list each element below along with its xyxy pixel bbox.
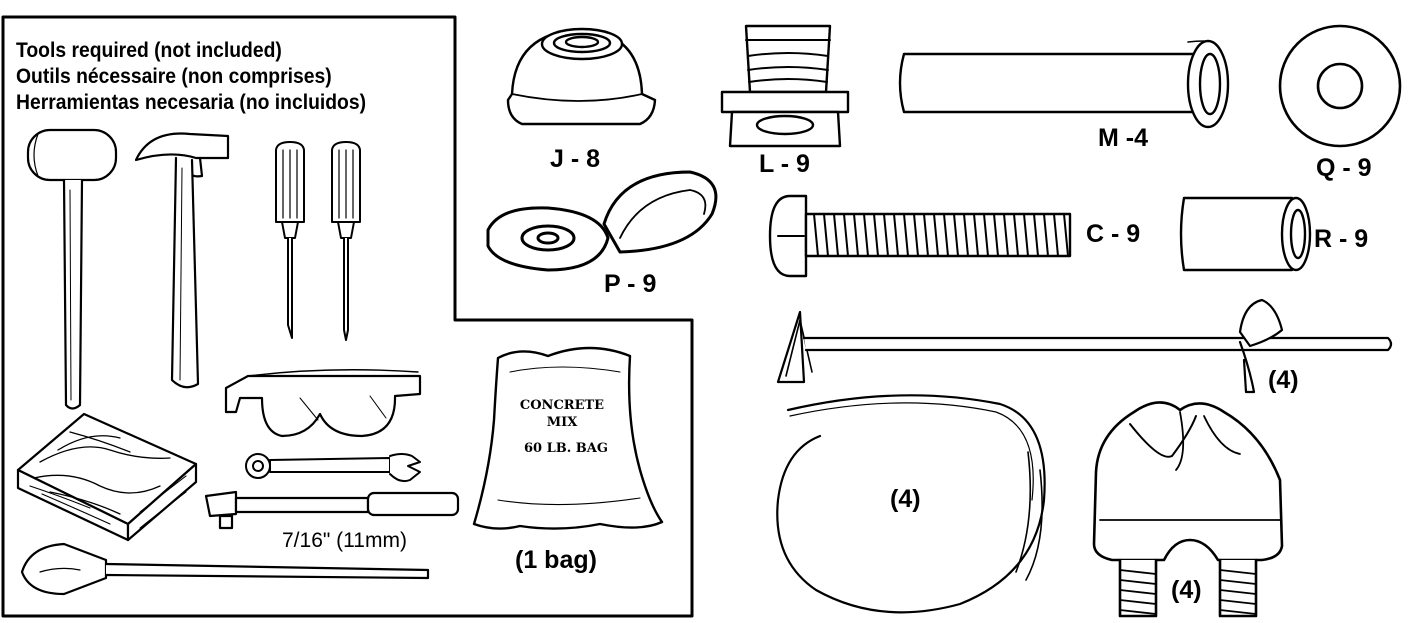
concrete-bag-icon [472,346,664,530]
cable-quantity: (4) [890,485,921,513]
mallet-icon [26,128,118,410]
part-j-cap-icon [506,27,657,126]
claw-hammer-icon [134,132,230,389]
bag-quantity-label: (1 bag) [515,546,597,574]
coiled-cable-icon [776,394,1046,614]
part-c-label: C - 9 [1086,220,1141,248]
ground-anchor-quantity: (4) [1268,366,1299,394]
part-p-label: P - 9 [604,270,657,298]
tools-title-en: Tools required (not included) [16,39,282,62]
wire-rope-clamp-icon [1092,401,1284,618]
shovel-icon [20,542,430,596]
tools-title-fr: Outils nécessaire (non comprises) [16,65,332,88]
part-m-tube-icon [898,39,1230,129]
part-r-spacer-icon [1179,196,1312,272]
clamp-quantity: (4) [1171,576,1202,604]
part-m-label: M -4 [1098,124,1148,152]
flat-screwdriver-icon [275,141,305,339]
safety-glasses-icon [224,369,422,438]
wood-block-icon [16,412,198,542]
tools-box-border [1,15,694,618]
combination-wrench-icon [245,453,421,483]
ratchet-icon [204,490,460,530]
part-l-label: L - 9 [759,150,810,178]
part-q-label: Q - 9 [1316,154,1372,182]
bag-label-line1: CONCRETE [519,398,605,413]
phillips-screwdriver-icon [331,141,361,341]
part-j-label: J - 8 [550,145,601,173]
bag-label-line2: MIX [546,415,578,430]
part-r-label: R - 9 [1314,225,1369,253]
tools-required-title: Tools required (not included) Outils néc… [16,38,366,116]
wrench-size-label: 7/16" (11mm) [282,529,407,552]
ground-anchor-icon [776,298,1393,394]
part-q-washer-icon [1278,24,1402,148]
tools-title-es: Herramientas necesaria (no incluidos) [16,91,367,114]
bag-label-line3: 60 LB. BAG [524,441,608,456]
part-p-hinged-cap-icon [486,170,718,272]
part-l-insert-icon [720,24,850,148]
part-c-bolt-icon [768,194,1072,278]
